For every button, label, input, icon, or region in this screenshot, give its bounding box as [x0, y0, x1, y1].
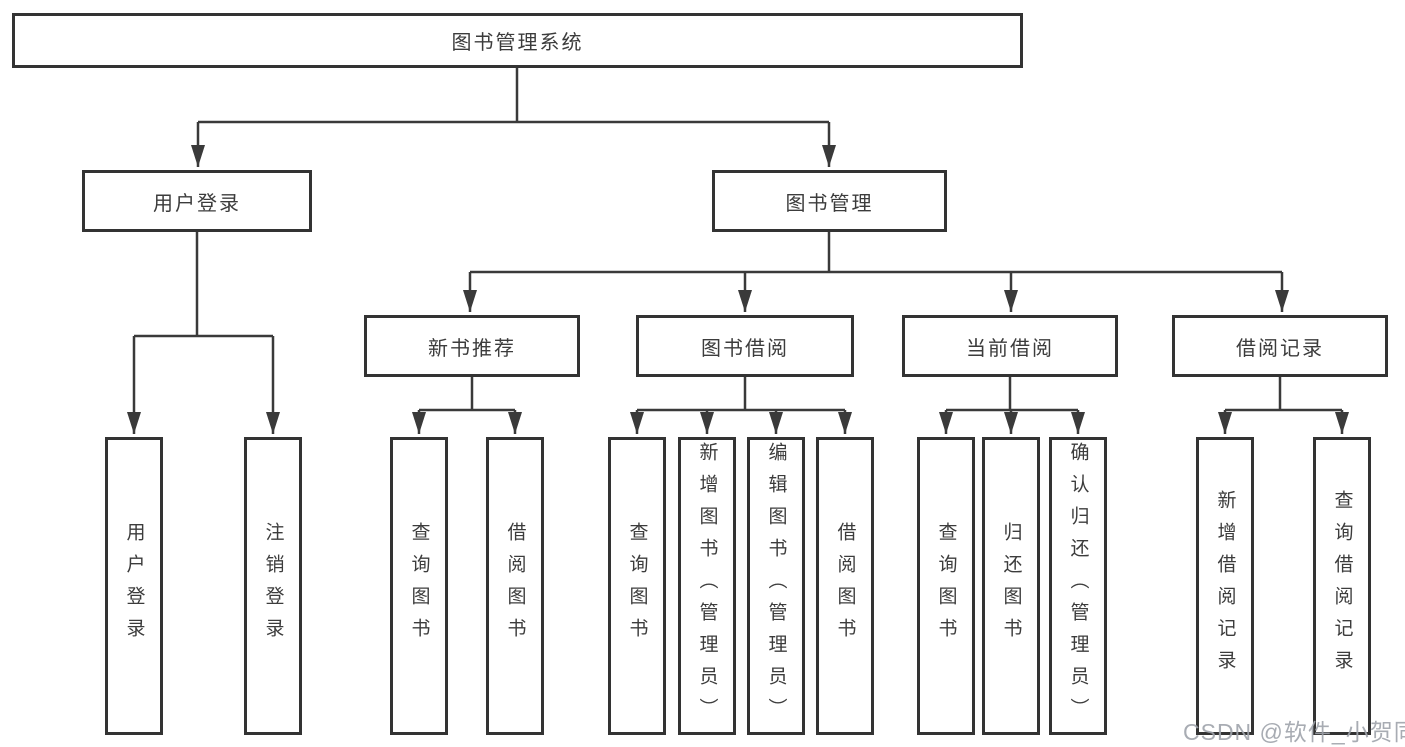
leaf-edit-book-admin: 编辑图书（管理员） — [747, 437, 805, 735]
node-label: 当前借阅 — [966, 337, 1054, 360]
node-label: 借阅图书 — [834, 522, 856, 650]
leaf-confirm-return-admin: 确认归还（管理员） — [1049, 437, 1107, 735]
node-user-login: 用户登录 — [82, 170, 312, 232]
node-label: 查询借阅记录 — [1331, 490, 1353, 682]
node-label: 用户登录 — [153, 192, 241, 215]
leaf-user-login: 用户登录 — [105, 437, 163, 735]
leaf-query-books-borrow: 查询图书 — [608, 437, 666, 735]
node-label: 新增图书（管理员） — [696, 442, 718, 730]
node-label: 图书借阅 — [701, 337, 789, 360]
csdn-watermark: CSDN @软件_小贺同学 — [1183, 719, 1405, 745]
leaf-borrow-books: 借阅图书 — [816, 437, 874, 735]
leaf-return-book: 归还图书 — [982, 437, 1040, 735]
node-label: 借阅记录 — [1236, 337, 1324, 360]
node-label: 图书管理系统 — [451, 32, 584, 54]
leaf-add-borrow-record: 新增借阅记录 — [1196, 437, 1254, 735]
node-label: 编辑图书（管理员） — [765, 442, 787, 730]
leaf-borrow-books-recommend: 借阅图书 — [486, 437, 544, 735]
node-label: 查询图书 — [408, 522, 430, 650]
node-label: 查询图书 — [626, 522, 648, 650]
leaf-query-books-current: 查询图书 — [917, 437, 975, 735]
leaf-query-books-recommend: 查询图书 — [390, 437, 448, 735]
leaf-query-borrow-record: 查询借阅记录 — [1313, 437, 1371, 735]
node-label: 用户登录 — [123, 522, 145, 650]
leaf-add-book-admin: 新增图书（管理员） — [678, 437, 736, 735]
node-borrow-records: 借阅记录 — [1172, 315, 1388, 377]
node-label: 借阅图书 — [504, 522, 526, 650]
node-book-borrow: 图书借阅 — [636, 315, 854, 377]
node-label: 查询图书 — [935, 522, 957, 650]
node-book-management: 图书管理 — [712, 170, 947, 232]
node-label: 新书推荐 — [428, 337, 516, 360]
node-new-book-recommend: 新书推荐 — [364, 315, 580, 377]
node-label: 新增借阅记录 — [1214, 490, 1236, 682]
node-root: 图书管理系统 — [12, 13, 1023, 68]
node-current-borrow: 当前借阅 — [902, 315, 1118, 377]
leaf-logout: 注销登录 — [244, 437, 302, 735]
node-label: 图书管理 — [785, 192, 874, 215]
node-label: 归还图书 — [1000, 522, 1022, 650]
node-label: 注销登录 — [262, 522, 284, 650]
node-label: 确认归还（管理员） — [1067, 442, 1089, 730]
